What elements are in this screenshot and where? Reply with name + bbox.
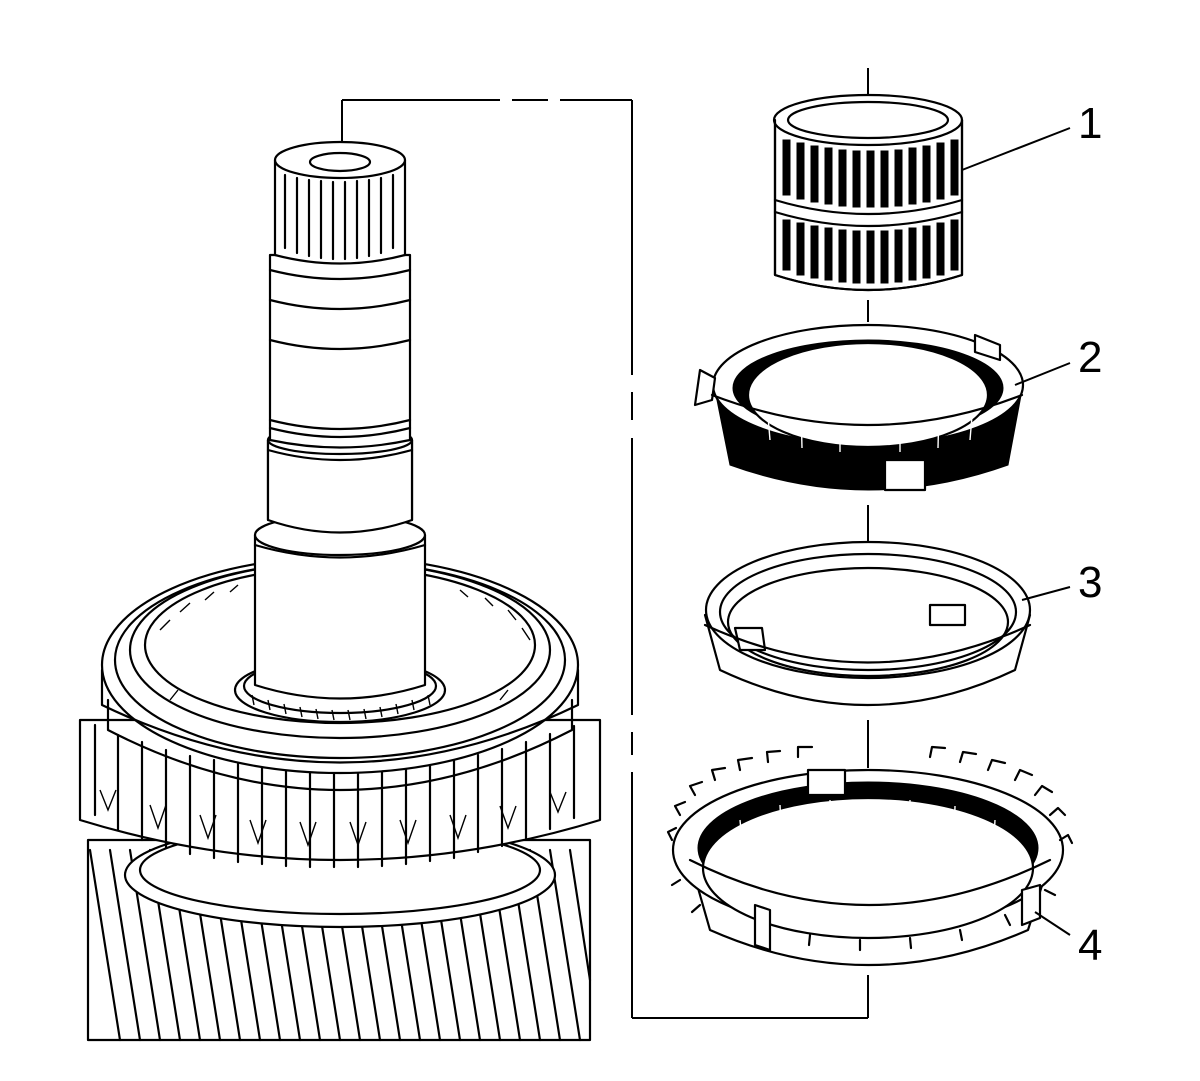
callout-4-label: 4: [1078, 921, 1102, 970]
synchronizer-blocker-ring-icon: [666, 745, 1074, 967]
main-shaft-assembly-icon: [78, 140, 602, 1042]
outer-cone-ring-icon: [693, 323, 1025, 492]
callouts: 1 2 3 4: [961, 99, 1102, 970]
callout-2-label: 2: [1078, 333, 1102, 382]
callout-1-label: 1: [1078, 99, 1102, 148]
callout-3-label: 3: [1078, 558, 1102, 607]
assembly-bracket: [341, 99, 869, 1019]
inner-cone-ring-icon: [703, 540, 1032, 707]
output-shaft-icon: [253, 140, 427, 700]
needle-bearing-icon: [772, 93, 964, 292]
